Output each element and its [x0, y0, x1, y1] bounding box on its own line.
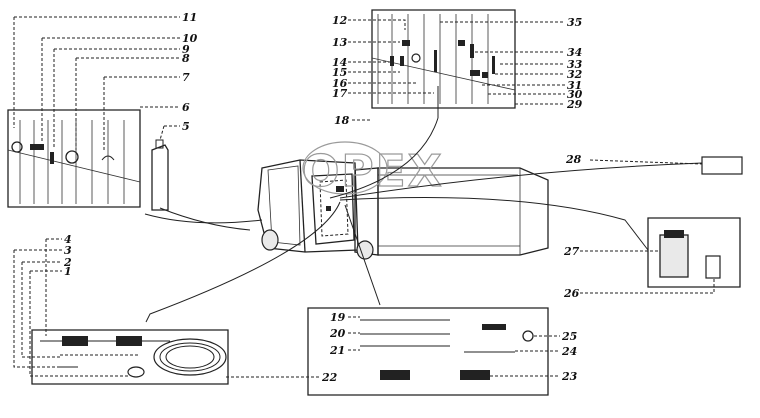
top-tool-bag: [371, 9, 516, 118]
callout-18: 18: [334, 114, 350, 127]
warning-tag: [701, 156, 743, 175]
callout-6: 6: [182, 101, 190, 114]
callout-13: 13: [332, 36, 348, 49]
callout-16: 16: [332, 77, 348, 90]
callout-3: 3: [64, 244, 72, 257]
callout-24: 24: [561, 345, 577, 358]
callout-14: 14: [332, 56, 347, 69]
callout-4: 4: [64, 233, 72, 246]
opex-watermark: OPEX: [301, 141, 444, 198]
callout-leaders: [13, 16, 715, 378]
callout-9: 9: [182, 43, 190, 56]
callout-28: 28: [565, 153, 582, 166]
callout-7: 7: [182, 71, 190, 84]
callout-25: 25: [561, 330, 577, 343]
callout-5: 5: [182, 120, 190, 133]
filter-kit-box: [647, 217, 741, 288]
callout-35: 35: [567, 16, 582, 29]
callout-22: 22: [321, 371, 338, 384]
callout-2: 2: [63, 256, 72, 269]
callout-1: 1: [64, 265, 72, 278]
fuel-canister: [151, 139, 169, 211]
callout-12: 12: [332, 14, 348, 27]
callout-10: 10: [182, 32, 198, 45]
connector-lines: [144, 117, 703, 323]
electrical-kit-box: [31, 329, 229, 385]
callout-8: 8: [182, 52, 190, 65]
callout-27: 27: [563, 245, 580, 258]
callout-20: 20: [329, 327, 346, 340]
callout-29: 29: [566, 98, 583, 111]
callout-21: 21: [329, 344, 345, 357]
callout-30: 30: [567, 88, 583, 101]
callout-15: 15: [332, 66, 347, 79]
callout-32: 32: [567, 68, 583, 81]
hand-tool-box: [307, 307, 549, 396]
watermark-logo: OPEX: [302, 146, 444, 197]
callout-11: 11: [182, 11, 197, 24]
callout-31: 31: [567, 79, 582, 92]
callout-labels: 11 10 9 8 7 6 5 4 3 2 1 22 12 13 14 15 1…: [63, 11, 583, 384]
callout-33: 33: [567, 58, 583, 71]
callout-19: 19: [330, 311, 346, 324]
truck-illustration: [257, 159, 549, 260]
callout-23: 23: [561, 370, 578, 383]
callout-26: 26: [563, 287, 580, 300]
left-tool-roll: [7, 109, 141, 208]
callout-34: 34: [567, 46, 582, 59]
callout-17: 17: [332, 87, 348, 100]
